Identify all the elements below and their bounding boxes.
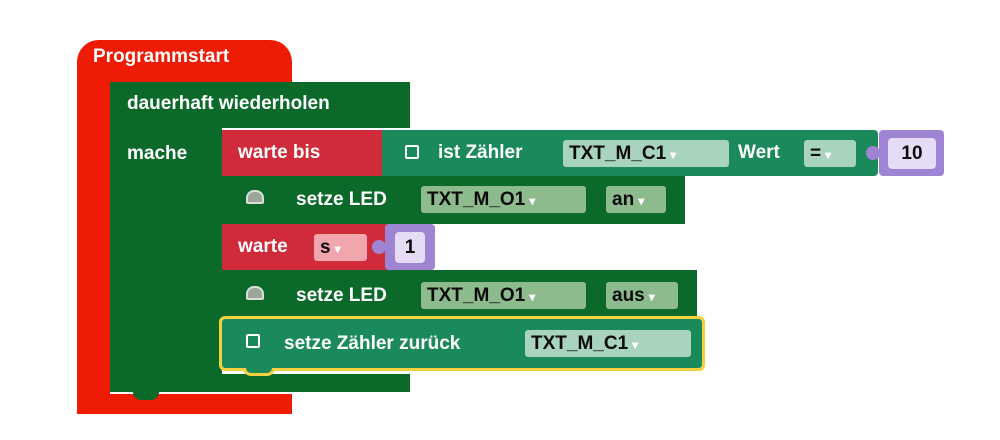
forever-bottom-notch bbox=[133, 392, 159, 400]
operator-value: = bbox=[810, 143, 822, 164]
wait-number-connector bbox=[372, 240, 386, 254]
wait-until-block[interactable] bbox=[222, 130, 382, 176]
reset-counter-select-dropdown[interactable]: TXT_M_C1▾ bbox=[525, 330, 691, 357]
forever-loop-block[interactable] bbox=[110, 82, 410, 128]
counter-select-value: TXT_M_C1 bbox=[569, 143, 667, 164]
chevron-down-icon: ▾ bbox=[825, 148, 832, 162]
counter-icon bbox=[405, 145, 419, 159]
set-led-on-label: setze LED bbox=[296, 189, 387, 210]
counter-value-label: Wert bbox=[738, 142, 780, 163]
led-icon bbox=[246, 286, 264, 300]
program-start-bottom bbox=[77, 394, 292, 414]
led-state-value: aus bbox=[612, 285, 645, 306]
counter-sensor-label: ist Zähler bbox=[438, 142, 523, 163]
wait-unit-value: s bbox=[320, 237, 331, 258]
led-state-dropdown-off[interactable]: aus▾ bbox=[606, 282, 678, 309]
led-select-value: TXT_M_O1 bbox=[427, 189, 526, 210]
chevron-down-icon: ▾ bbox=[529, 290, 536, 304]
reset-counter-select-value: TXT_M_C1 bbox=[531, 333, 629, 354]
wait-label: warte bbox=[238, 236, 288, 257]
reset-counter-bottom-notch bbox=[243, 368, 275, 376]
chevron-down-icon: ▾ bbox=[334, 242, 341, 256]
wait-time-input[interactable]: 1 bbox=[395, 232, 425, 263]
chevron-down-icon: ▾ bbox=[648, 290, 655, 304]
forever-loop-bottom bbox=[110, 374, 410, 392]
program-start-body bbox=[77, 86, 110, 414]
operator-dropdown[interactable]: =▾ bbox=[804, 140, 856, 167]
forever-do-label: mache bbox=[127, 143, 188, 164]
reset-counter-label: setze Zähler zurück bbox=[284, 333, 461, 354]
led-state-value: an bbox=[612, 189, 635, 210]
chevron-down-icon: ▾ bbox=[632, 338, 639, 352]
set-led-off-label: setze LED bbox=[296, 285, 387, 306]
led-select-dropdown-on[interactable]: TXT_M_O1▾ bbox=[421, 186, 586, 213]
wait-unit-dropdown[interactable]: s▾ bbox=[314, 234, 367, 261]
led-select-value: TXT_M_O1 bbox=[427, 285, 526, 306]
led-state-dropdown-on[interactable]: an▾ bbox=[606, 186, 666, 213]
chevron-down-icon: ▾ bbox=[529, 194, 536, 208]
chevron-down-icon: ▾ bbox=[638, 194, 645, 208]
program-start-label: Programmstart bbox=[93, 46, 230, 67]
counter-icon bbox=[246, 334, 260, 348]
forever-loop-label: dauerhaft wiederholen bbox=[127, 93, 330, 114]
led-icon bbox=[246, 190, 264, 204]
number-connector bbox=[866, 146, 880, 160]
chevron-down-icon: ▾ bbox=[670, 148, 677, 162]
program-start-block[interactable] bbox=[77, 40, 292, 88]
forever-loop-body bbox=[110, 126, 222, 374]
led-select-dropdown-off[interactable]: TXT_M_O1▾ bbox=[421, 282, 586, 309]
counter-target-input[interactable]: 10 bbox=[888, 138, 936, 169]
counter-select-dropdown[interactable]: TXT_M_C1▾ bbox=[563, 140, 729, 167]
wait-until-label: warte bis bbox=[238, 142, 321, 163]
